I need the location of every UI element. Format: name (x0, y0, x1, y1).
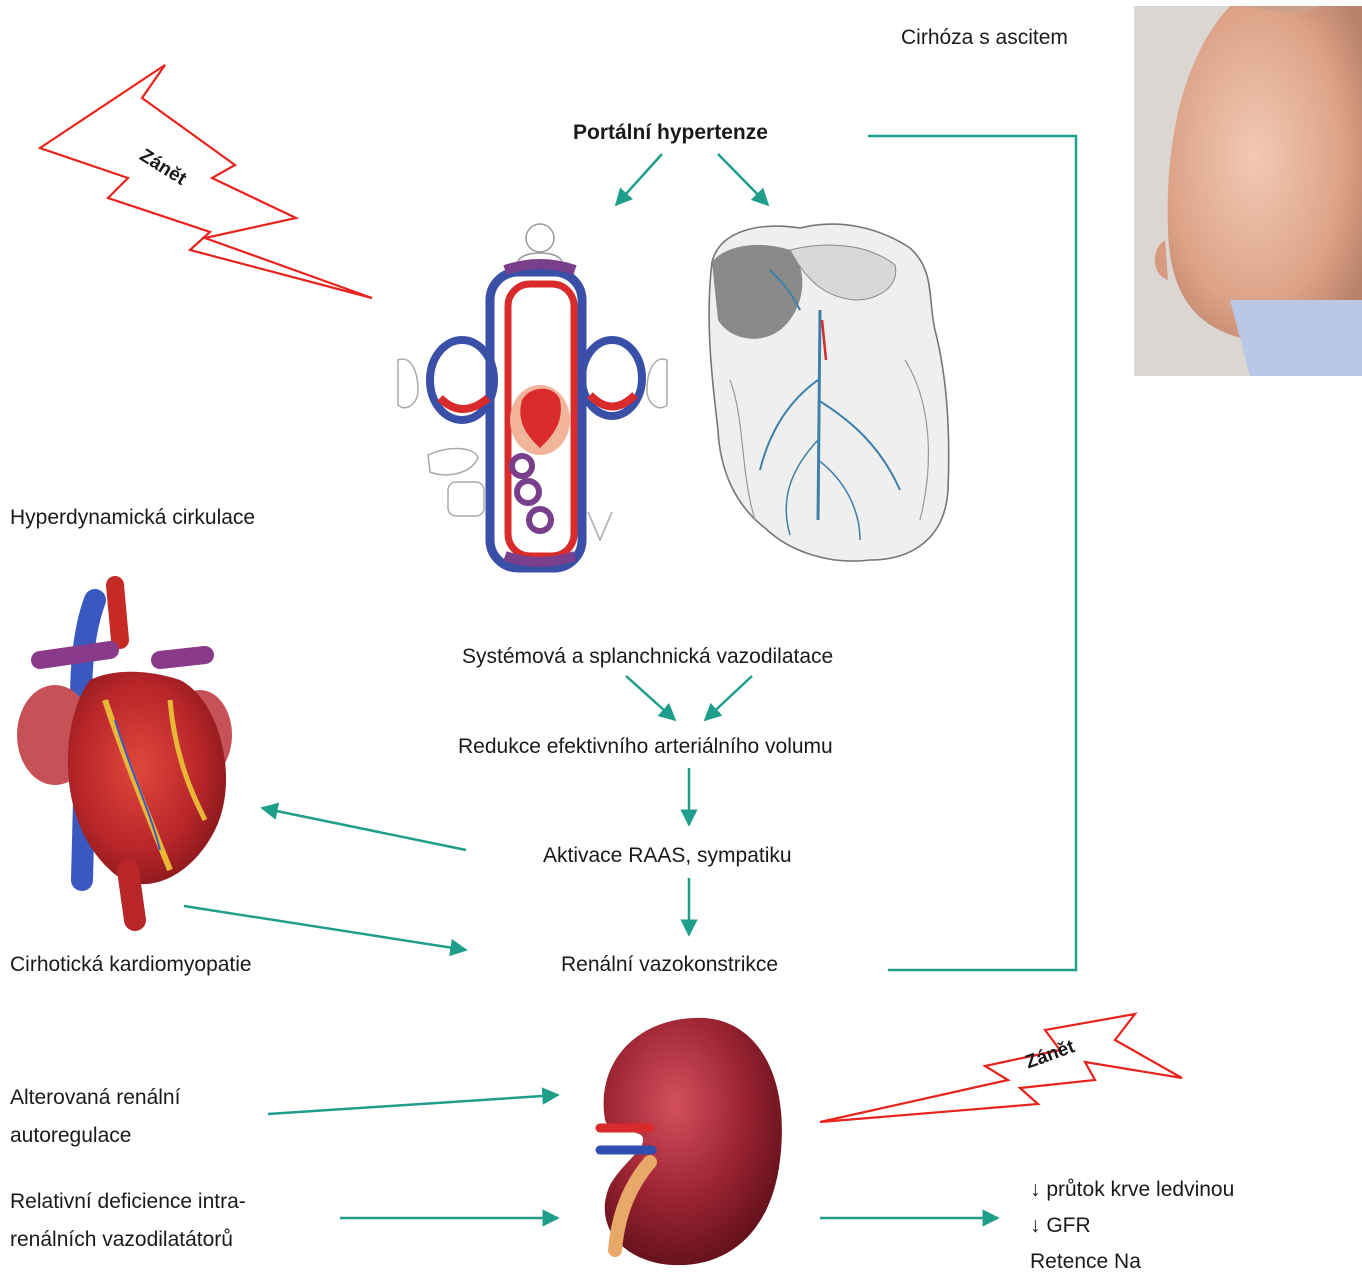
vasodilator-deficiency-label-line2: renálních vazodilatátorů (10, 1224, 233, 1256)
vasodilator-deficiency-label-line1: Relativní deficience intra- (10, 1186, 246, 1218)
hyperdynamic-circulation-label: Hyperdynamická cirkulace (10, 502, 255, 534)
lightning-bolt-icon (40, 65, 372, 298)
outcome-sodium-retention: Retence Na (1030, 1246, 1141, 1278)
outcome-gfr: ↓ GFR (1030, 1210, 1091, 1242)
ascites-photo (1134, 6, 1362, 376)
autoregulation-label-line1: Alterovaná renální (10, 1082, 180, 1114)
heart-illustration (17, 585, 232, 920)
kidney-illustration (600, 1018, 782, 1265)
autoregulation-label-line2: autoregulace (10, 1120, 131, 1152)
vasodilation-label: Systémová a splanchnická vazodilatace (462, 641, 833, 673)
raas-activation-label: Aktivace RAAS, sympatiku (543, 840, 792, 872)
outcome-blood-flow: ↓ průtok krve ledvinou (1030, 1174, 1234, 1206)
circulation-diagram (398, 224, 667, 568)
portal-venous-anatomy (709, 224, 949, 561)
cirrhosis-label: Cirhóza s ascitem (901, 22, 1068, 54)
renal-vasoconstriction-label: Renální vazokonstrikce (561, 949, 778, 981)
lightning-bolt-icon (820, 1014, 1182, 1122)
portal-hypertension-label: Portální hypertenze (573, 117, 768, 149)
cardiomyopathy-label: Cirhotická kardiomyopatie (10, 949, 252, 981)
volume-reduction-label: Redukce efektivního arteriálního volumu (458, 731, 833, 763)
